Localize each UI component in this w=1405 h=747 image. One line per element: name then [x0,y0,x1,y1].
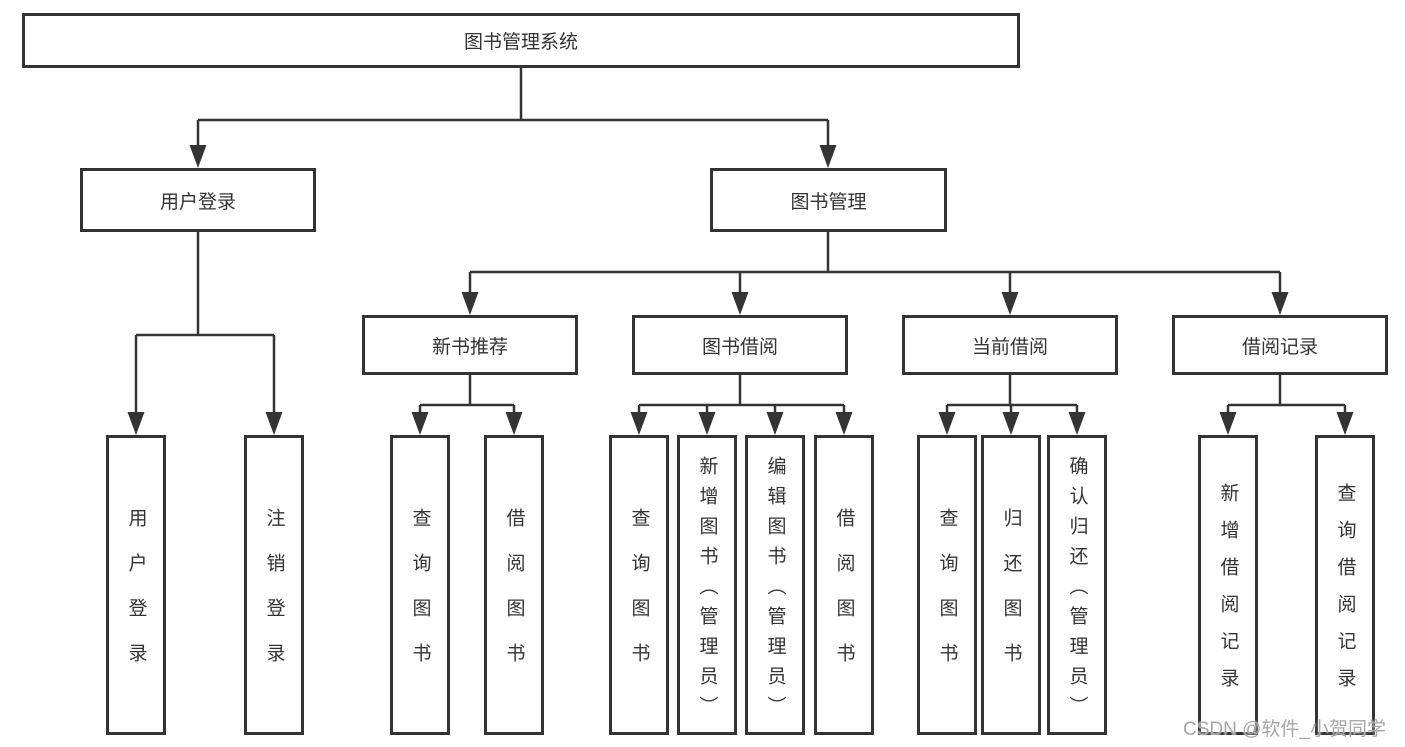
connector-book-management [468,232,1282,298]
node-new-book-recommend-label: 新书推荐 [431,336,508,358]
leaf-label: 新增借阅记录 [1217,483,1239,705]
leaf-logout: 注销登录 [244,435,304,735]
connector-user-login [134,232,276,418]
connector-current-borrow [945,375,1079,418]
leaf-label: 用户登录 [125,508,147,688]
node-book-management: 图书管理 [710,168,947,232]
node-root: 图书管理系统 [22,13,1020,68]
leaf-user-login: 用户登录 [106,435,166,735]
node-current-borrow-label: 当前借阅 [971,336,1048,358]
leaf-query-books-recommend: 查询图书 [390,435,450,735]
leaf-label: 查询图书 [936,508,958,688]
connector-new-book-recommend [418,375,516,418]
leaf-label: 借阅图书 [503,508,525,688]
leaf-label: 查询图书 [628,508,650,688]
leaf-query-books-current: 查询图书 [917,435,977,735]
leaf-label: 归还图书 [1000,508,1022,688]
leaf-borrow-books-borrow: 借阅图书 [814,435,874,735]
node-user-login: 用户登录 [80,168,316,232]
leaf-add-borrow-record: 新增借阅记录 [1198,435,1258,735]
leaf-add-book-admin: 新增图书（管理员） [677,435,737,735]
leaf-label: 确认归还（管理员） [1066,455,1088,726]
leaf-label: 新增图书（管理员） [696,455,718,726]
node-current-borrow: 当前借阅 [902,315,1118,375]
node-root-label: 图书管理系统 [463,32,578,53]
node-book-borrow-label: 图书借阅 [701,336,778,358]
leaf-edit-book-admin: 编辑图书（管理员） [745,435,805,735]
node-user-login-label: 用户登录 [159,191,236,213]
leaf-query-borrow-record: 查询借阅记录 [1315,435,1375,735]
leaf-confirm-return-admin: 确认归还（管理员） [1047,435,1107,735]
connector-borrow-records [1226,375,1347,418]
leaf-borrow-books-recommend: 借阅图书 [484,435,544,735]
node-book-management-label: 图书管理 [790,191,867,213]
leaf-label: 编辑图书（管理员） [764,455,786,726]
leaf-return-book: 归还图书 [981,435,1041,735]
leaf-query-books-borrow: 查询图书 [609,435,669,735]
leaf-label: 查询借阅记录 [1334,483,1356,705]
node-book-borrow: 图书借阅 [632,315,848,375]
connector-root [196,68,830,150]
connector-book-borrow [637,375,846,418]
leaf-label: 注销登录 [263,508,285,688]
node-borrow-records: 借阅记录 [1172,315,1388,375]
leaf-label: 借阅图书 [833,508,855,688]
node-new-book-recommend: 新书推荐 [362,315,578,375]
leaf-label: 查询图书 [409,508,431,688]
watermark-text: CSDN @软件_小贺同学 [1183,719,1386,740]
node-borrow-records-label: 借阅记录 [1241,336,1318,358]
